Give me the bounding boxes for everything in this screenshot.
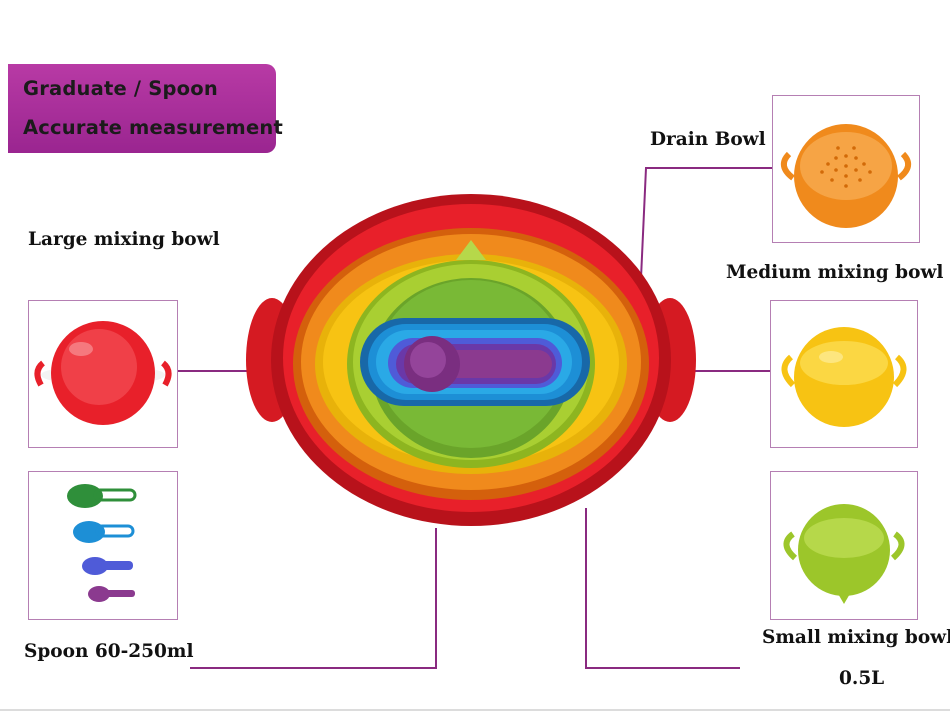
label-medium-mixing-bowl: Medium mixing bowl [726, 262, 944, 283]
photo-medium-mixing-bowl [770, 300, 918, 448]
spoon-indigo [82, 557, 133, 575]
label-drain-bowl: Drain Bowl [650, 129, 766, 150]
spoon-purple [88, 586, 135, 602]
leader-line-small-bowl [585, 508, 740, 669]
label-small-mixing-bowl: Small mixing bowl [762, 627, 950, 648]
spoon-green [67, 484, 137, 508]
spoon-stack [360, 318, 590, 406]
bottom-divider [0, 709, 950, 711]
banner-line-accurate-measurement: Accurate measurement [23, 116, 283, 139]
photo-measuring-spoons [28, 471, 178, 620]
spoon-blue [73, 521, 135, 543]
photo-drain-bowl [772, 95, 920, 243]
photo-small-mixing-bowl [770, 471, 918, 620]
leader-line-spoon [190, 528, 437, 669]
banner-line-graduate-spoon: Graduate / Spoon [23, 77, 218, 100]
label-large-mixing-bowl: Large mixing bowl [28, 229, 220, 250]
photo-large-mixing-bowl [28, 300, 178, 448]
label-small-volume: 0.5L [839, 668, 885, 689]
nested-bowl-set-image [246, 194, 696, 526]
feature-banner: Graduate / Spoon Accurate measurement [8, 64, 283, 153]
leader-line-drain-bowl [639, 167, 772, 301]
label-spoon: Spoon 60-250ml [24, 641, 194, 662]
